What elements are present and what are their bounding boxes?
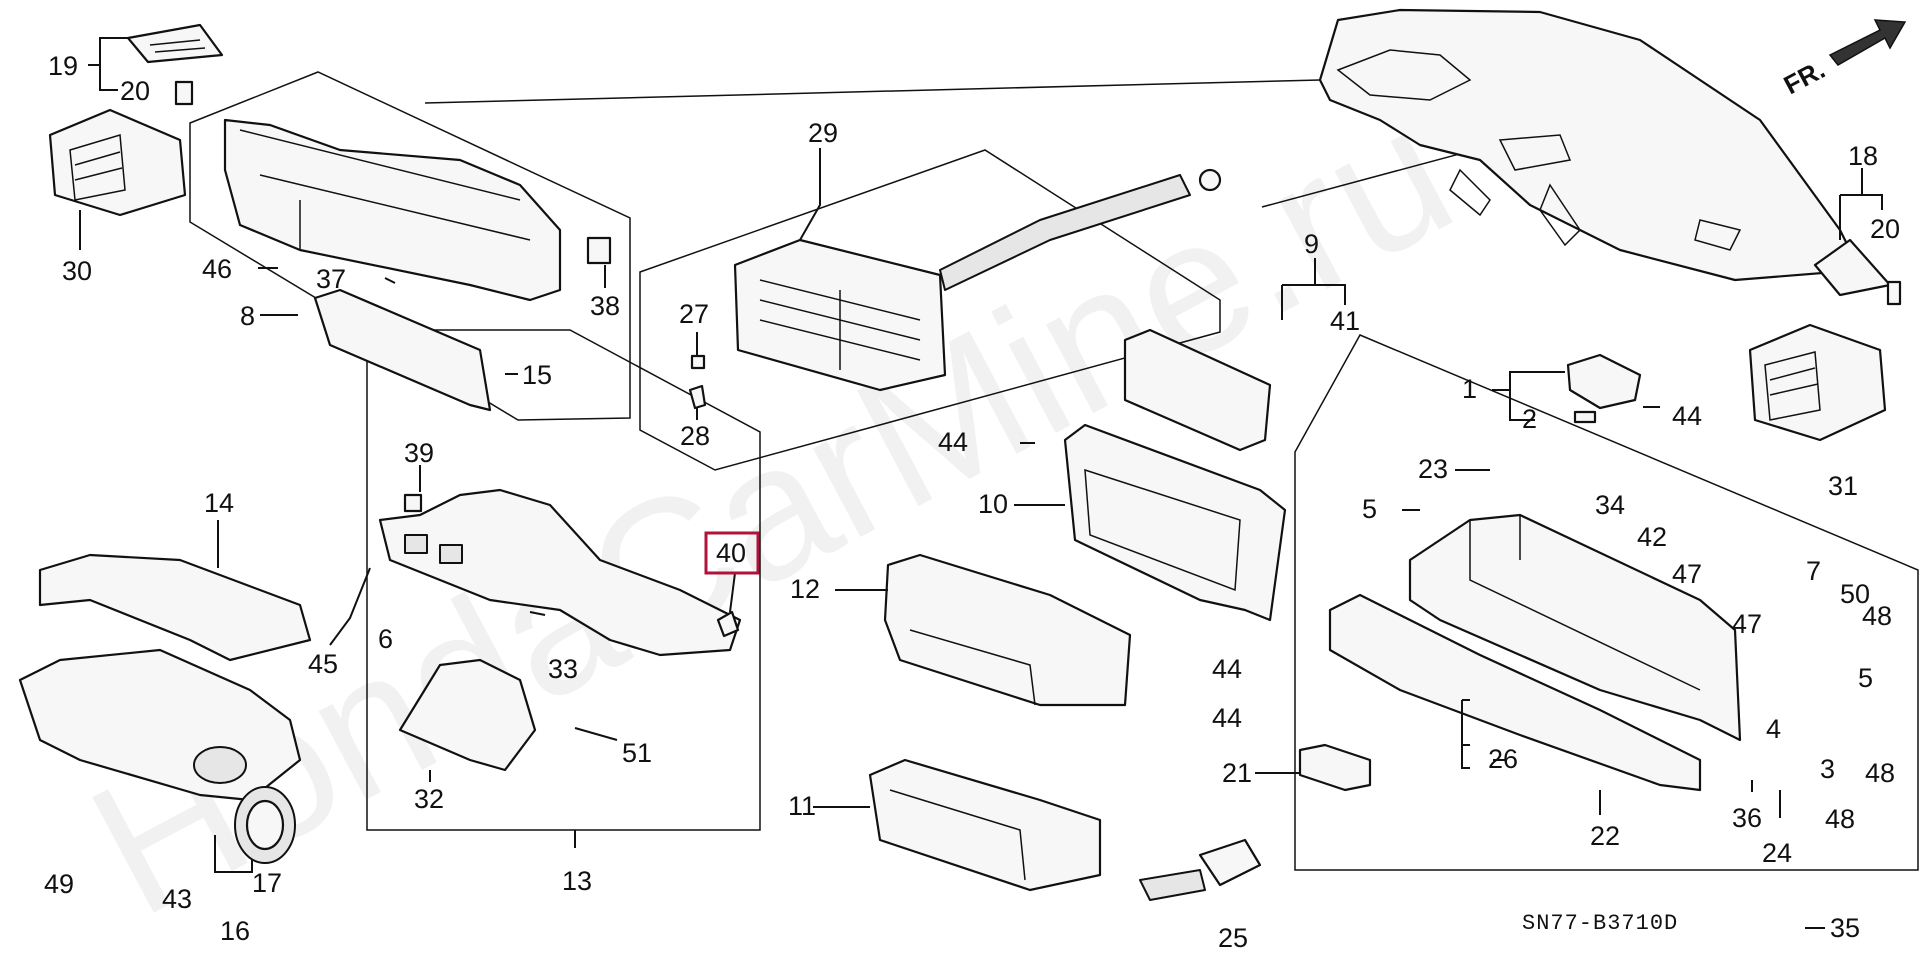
callout-46[interactable]: 46 — [202, 254, 232, 284]
callout-10[interactable]: 10 — [978, 489, 1008, 519]
callout-20a[interactable]: 20 — [120, 76, 150, 106]
callout-44c[interactable]: 44 — [1212, 703, 1242, 733]
front-direction-arrow — [1828, 19, 1907, 66]
callout-51[interactable]: 51 — [622, 738, 652, 768]
callout-26[interactable]: 26 — [1488, 744, 1518, 774]
part-1-switch — [1566, 353, 1642, 424]
part-38-clip — [586, 236, 612, 265]
callout-15[interactable]: 15 — [522, 360, 552, 390]
part-8-meter-visor — [223, 118, 562, 302]
callout-44d[interactable]: 44 — [1672, 401, 1702, 431]
callout-48c[interactable]: 48 — [1825, 804, 1855, 834]
part-32-bracket — [398, 658, 537, 772]
callout-44b[interactable]: 44 — [1212, 654, 1242, 684]
callout-48b[interactable]: 48 — [1865, 758, 1895, 788]
callout-48a[interactable]: 48 — [1862, 601, 1892, 631]
group-frames — [189, 71, 1919, 871]
callout-21[interactable]: 21 — [1222, 758, 1252, 788]
callout-27[interactable]: 27 — [679, 299, 709, 329]
callout-4[interactable]: 4 — [1766, 714, 1781, 744]
part-17-ring — [234, 786, 296, 864]
callout-47a[interactable]: 47 — [1672, 559, 1702, 589]
part-15-panel — [313, 288, 492, 412]
callout-50[interactable]: 50 — [1840, 579, 1870, 609]
callout-18[interactable]: 18 — [1848, 141, 1878, 171]
callout-43[interactable]: 43 — [162, 884, 192, 914]
callout-23[interactable]: 23 — [1418, 454, 1448, 484]
callout-36[interactable]: 36 — [1732, 803, 1762, 833]
callout-2[interactable]: 2 — [1522, 404, 1537, 434]
callout-40[interactable]: 40 — [716, 538, 746, 568]
callout-38[interactable]: 38 — [590, 291, 620, 321]
part-13-lower-panel — [378, 488, 742, 657]
callout-7[interactable]: 7 — [1806, 556, 1821, 586]
callout-labels: 19 20 30 46 37 8 15 38 29 27 28 9 41 44 … — [44, 51, 1900, 953]
part-30-side-vent — [48, 108, 187, 217]
callout-49[interactable]: 49 — [44, 869, 74, 899]
dashboard-assembly — [1318, 8, 1862, 282]
callout-25[interactable]: 25 — [1218, 923, 1248, 953]
callout-8[interactable]: 8 — [240, 301, 255, 331]
part-25-key-cylinder — [1139, 838, 1262, 901]
callout-42[interactable]: 42 — [1637, 522, 1667, 552]
callout-13[interactable]: 13 — [562, 866, 592, 896]
part-29-center-vent — [733, 168, 1222, 392]
callout-30[interactable]: 30 — [62, 256, 92, 286]
callout-19[interactable]: 19 — [48, 51, 78, 81]
callout-12[interactable]: 12 — [790, 574, 820, 604]
part-16-column-cover — [18, 648, 302, 802]
callout-28[interactable]: 28 — [680, 421, 710, 451]
callout-34[interactable]: 34 — [1595, 490, 1625, 520]
part-27-28-clips — [688, 354, 707, 410]
callout-16[interactable]: 16 — [220, 916, 250, 946]
callout-45[interactable]: 45 — [308, 649, 338, 679]
part-22-glove-box-lid — [1328, 593, 1702, 792]
callout-44a[interactable]: 44 — [938, 427, 968, 457]
part-10-frame — [1063, 423, 1287, 622]
part-11-pocket — [868, 758, 1102, 892]
callout-5a[interactable]: 5 — [1362, 494, 1377, 524]
part-19-vent-bezel — [126, 23, 224, 106]
callout-5b[interactable]: 5 — [1858, 663, 1873, 693]
callout-37[interactable]: 37 — [316, 264, 346, 294]
part-12-pocket — [883, 553, 1132, 707]
part-39-40-clips — [403, 493, 740, 638]
callout-9[interactable]: 9 — [1304, 229, 1319, 259]
callout-39[interactable]: 39 — [404, 438, 434, 468]
part-21-handle — [1298, 743, 1372, 792]
callout-11[interactable]: 11 — [788, 791, 816, 821]
part-31-side-vent — [1748, 323, 1887, 442]
callout-24[interactable]: 24 — [1762, 838, 1792, 868]
highlighted-part-frame — [704, 531, 760, 575]
callout-14[interactable]: 14 — [204, 488, 234, 518]
callout-3[interactable]: 3 — [1820, 754, 1835, 784]
callout-35[interactable]: 35 — [1830, 913, 1860, 943]
callout-32[interactable]: 32 — [414, 784, 444, 814]
callout-20b[interactable]: 20 — [1870, 214, 1900, 244]
callout-41[interactable]: 41 — [1330, 306, 1360, 336]
callout-6[interactable]: 6 — [378, 624, 393, 654]
part-18-vent-bezel — [1813, 238, 1902, 306]
part-9-bracket — [1123, 328, 1272, 452]
diagram-code: SN77-B3710D — [1522, 911, 1678, 936]
callout-33[interactable]: 33 — [548, 654, 578, 684]
callout-29[interactable]: 29 — [808, 118, 838, 148]
part-glove-box — [1408, 513, 1742, 742]
callout-17[interactable]: 17 — [252, 868, 282, 898]
callout-47b[interactable]: 47 — [1732, 609, 1762, 639]
callout-1[interactable]: 1 — [1462, 374, 1477, 404]
callout-22[interactable]: 22 — [1590, 821, 1620, 851]
part-14-column-cover — [38, 553, 312, 662]
leader-lines — [79, 37, 1883, 929]
callout-31[interactable]: 31 — [1828, 471, 1858, 501]
